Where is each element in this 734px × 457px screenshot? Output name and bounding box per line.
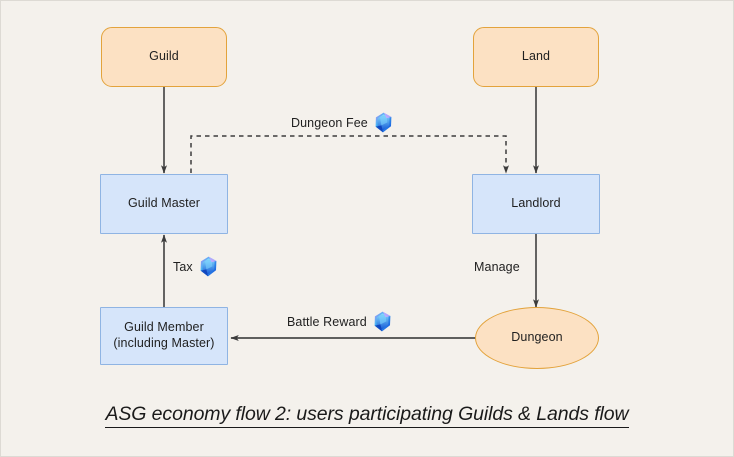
blue-gem-icon [199, 256, 218, 277]
diagram-caption: ASG economy flow 2: users participating … [1, 403, 733, 428]
edge-label-battle-reward: Battle Reward [287, 311, 392, 332]
edge-label-dungeon-fee: Dungeon Fee [291, 112, 393, 133]
node-land-label: Land [521, 49, 551, 64]
node-guild-label: Guild [149, 49, 179, 64]
node-dungeon-label: Dungeon [511, 330, 563, 345]
edge-label-tax: Tax [173, 256, 218, 277]
blue-gem-icon [374, 112, 393, 133]
node-guild[interactable]: Guild [101, 27, 227, 87]
node-guild-member-label-line2: (including Master) [113, 336, 215, 350]
edge-label-manage: Manage [474, 260, 520, 274]
edge-label-dungeon-fee-text: Dungeon Fee [291, 115, 368, 130]
edge-dungeon-fee [190, 135, 510, 174]
node-landlord[interactable]: Landlord [472, 174, 600, 234]
edge-label-manage-text: Manage [474, 260, 520, 274]
node-land[interactable]: Land [473, 27, 599, 87]
node-guild-master-label: Guild Master [127, 196, 201, 211]
node-landlord-label: Landlord [511, 196, 561, 211]
blue-gem-icon [373, 311, 392, 332]
edge-label-battle-reward-text: Battle Reward [287, 314, 367, 329]
diagram-caption-text: ASG economy flow 2: users participating … [105, 403, 629, 428]
node-dungeon[interactable]: Dungeon [475, 307, 599, 369]
node-guild-member-label-line1: Guild Member [124, 320, 204, 335]
node-guild-master[interactable]: Guild Master [100, 174, 228, 234]
edge-label-tax-text: Tax [173, 259, 193, 274]
node-guild-member[interactable]: Guild Member (including Master) [100, 307, 228, 365]
